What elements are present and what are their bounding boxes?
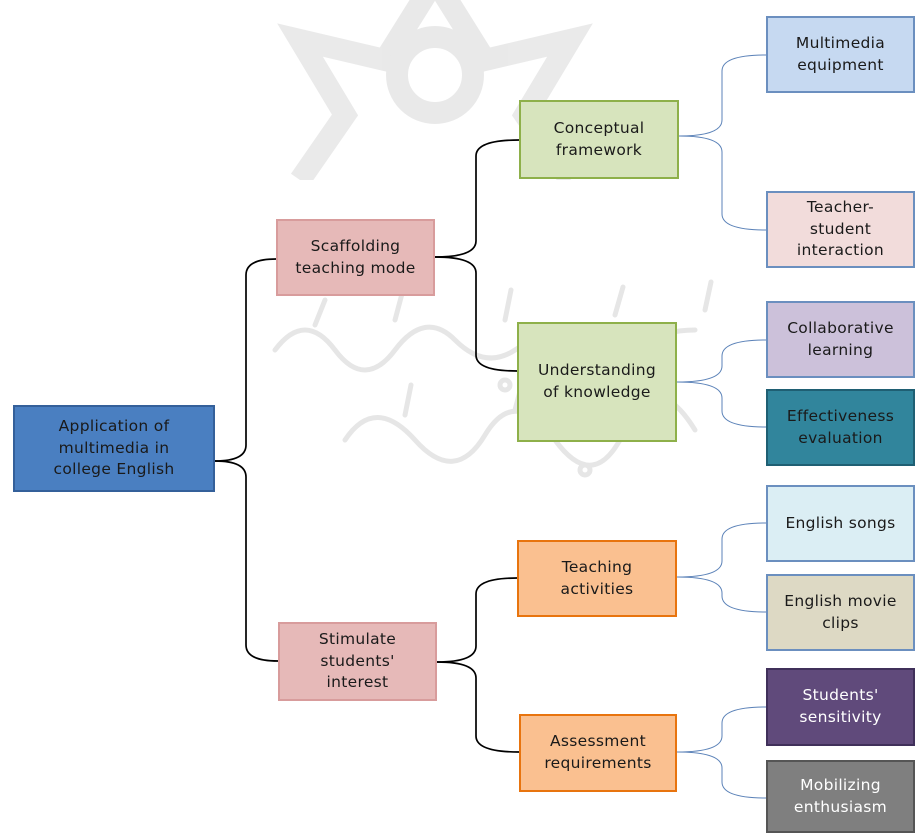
node-effectiveness-evaluation: Effectiveness evaluation [766, 389, 915, 466]
leaf-connectors [676, 54, 767, 799]
connector-scaffolding-conceptual [434, 139, 520, 258]
node-understanding-of-knowledge: Understanding of knowledge [517, 322, 677, 442]
connector-root-interest [214, 460, 279, 662]
connector-conceptual-equipment [678, 54, 767, 137]
node-mobilizing-enthusiasm: Mobilizing enthusiasm [766, 760, 915, 833]
connector-interest-assessment [436, 661, 520, 753]
connector-scaffolding-understanding [434, 256, 518, 372]
node-scaffolding-teaching-mode: Scaffolding teaching mode [276, 219, 435, 296]
connector-understanding-effectiveness [676, 381, 767, 428]
node-collaborative-learning: Collaborative learning [766, 301, 915, 378]
node-assessment-requirements: Assessment requirements [519, 714, 677, 792]
connector-root-scaffolding [214, 258, 277, 462]
connector-teaching-movies [676, 576, 767, 613]
node-conceptual-framework: Conceptual framework [519, 100, 679, 179]
node-stimulate-interest: Stimulate students' interest [278, 622, 437, 701]
watermark-script-icon [272, 279, 714, 478]
node-multimedia-equipment: Multimedia equipment [766, 16, 915, 93]
connector-teaching-songs [676, 522, 767, 578]
node-students-sensitivity: Students' sensitivity [766, 668, 915, 746]
node-english-songs: English songs [766, 485, 915, 562]
node-teacher-student-interaction: Teacher- student interaction [766, 191, 915, 268]
node-english-movie-clips: English movie clips [766, 574, 915, 651]
node-teaching-activities: Teaching activities [517, 540, 677, 617]
connector-assessment-sensitivity [676, 706, 767, 753]
connector-understanding-collaborative [676, 339, 767, 383]
node-root: Application of multimedia in college Eng… [13, 405, 215, 492]
connector-interest-teaching [436, 577, 518, 663]
connector-assessment-enthusiasm [676, 751, 767, 799]
connector-conceptual-interaction [678, 135, 767, 231]
